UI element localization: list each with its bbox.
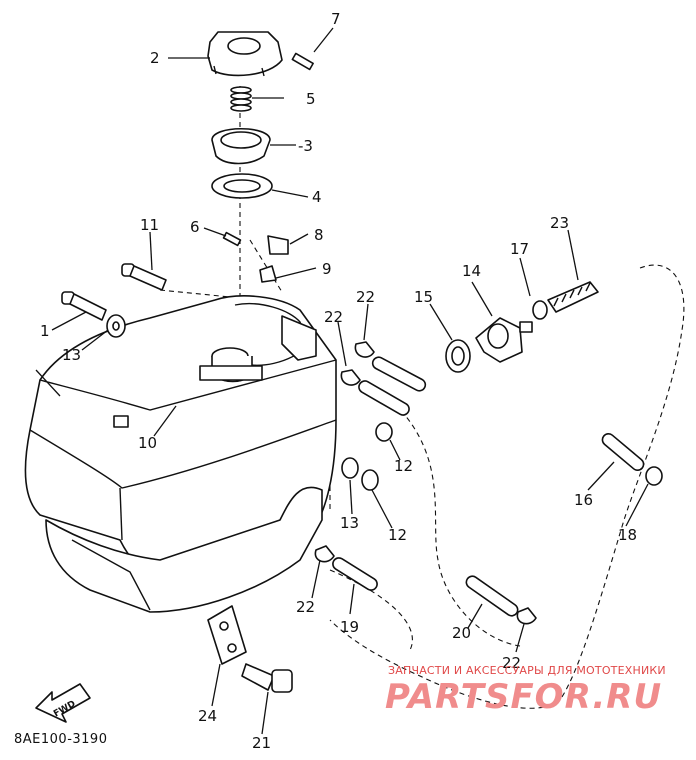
- washer-13a: [106, 314, 126, 338]
- part-code: 8AE100-3190: [14, 732, 108, 747]
- callout-6: 6: [190, 218, 200, 236]
- clip-22b: [340, 369, 361, 386]
- callout-3: -3: [298, 137, 313, 155]
- callout-2: 2: [150, 49, 160, 67]
- callout-14: 14: [462, 262, 481, 280]
- callout-19: 19: [340, 618, 359, 636]
- callout-20: 20: [452, 624, 471, 642]
- pin-7: [291, 52, 314, 71]
- callout-21: 21: [252, 734, 271, 752]
- washer-13b: [341, 457, 359, 479]
- vent-hose-route: [329, 264, 685, 709]
- watermark-caption: ЗАПЧАСТИ И АКСЕССУАРЫ ДЛЯ МОТОТЕХНИКИ: [388, 664, 666, 677]
- cap-gasket: [211, 173, 273, 199]
- callout-labels: 7 2 5 -3 4 6 8 9 11 22 22 1 13 15 14 17 …: [40, 10, 637, 752]
- clip-8: [267, 235, 289, 255]
- callout-24: 24: [198, 707, 217, 725]
- callout-12b: 12: [388, 526, 407, 544]
- pipe-upper: [371, 356, 427, 392]
- callout-23: 23: [550, 214, 569, 232]
- callout-13a: 13: [62, 346, 81, 364]
- pipe-20: [465, 575, 519, 617]
- callout-18: 18: [618, 526, 637, 544]
- callout-16: 16: [574, 491, 593, 509]
- clip-22a: [354, 341, 375, 358]
- callout-1: 1: [40, 322, 50, 340]
- pipe-lower: [358, 380, 410, 416]
- drain-route: [329, 569, 413, 651]
- callout-5: 5: [306, 90, 316, 108]
- clip-12b: [361, 469, 379, 491]
- callout-10: 10: [138, 434, 157, 452]
- fwd-arrow-icon: FWD: [35, 683, 91, 723]
- pipe-19: [332, 557, 378, 591]
- callout-9: 9: [322, 260, 332, 278]
- clip-12a: [375, 422, 393, 442]
- bolt-1: [61, 291, 107, 321]
- callout-15: 15: [414, 288, 433, 306]
- callout-8: 8: [314, 226, 324, 244]
- callout-22c: 22: [296, 598, 315, 616]
- pipe-16: [601, 432, 645, 472]
- callout-22d: 22: [502, 654, 521, 672]
- watermark-brand: PARTSFOR.RU: [385, 677, 663, 717]
- bolt-11: [121, 263, 167, 291]
- fuel-cock-assembly: [445, 281, 599, 373]
- clip-22d: [516, 607, 537, 625]
- callout-13b: 13: [340, 514, 359, 532]
- pin-6: [222, 231, 242, 247]
- bracket-24: [207, 605, 247, 665]
- fuel-cap: [207, 31, 283, 77]
- callout-11: 11: [140, 216, 159, 234]
- fuel-tank: [24, 295, 337, 613]
- callout-4: 4: [312, 188, 322, 206]
- bolt-21: [241, 663, 293, 693]
- clip-18: [645, 466, 663, 486]
- clip-22c: [314, 545, 335, 563]
- callout-17: 17: [510, 240, 529, 258]
- callout-7: 7: [331, 10, 341, 28]
- clip-9: [259, 265, 277, 283]
- overflow-hose-route: [394, 403, 521, 647]
- cap-seal-plate: [211, 127, 271, 165]
- assembly-route-a: [159, 86, 283, 330]
- callout-22a: 22: [356, 288, 375, 306]
- callout-12a: 12: [394, 457, 413, 475]
- leader-lines: [35, 27, 649, 735]
- callout-22b: 22: [324, 308, 343, 326]
- cap-spring: [230, 86, 252, 112]
